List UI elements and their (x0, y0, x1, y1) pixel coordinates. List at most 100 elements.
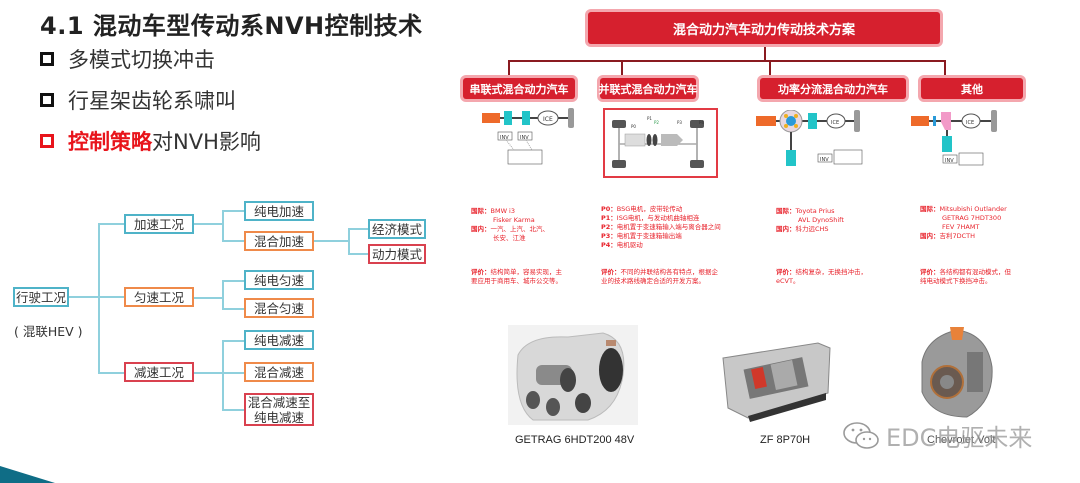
eval-label: 评价： (601, 268, 621, 276)
svg-text:P3: P3 (677, 120, 682, 125)
tree-node-decel: 减速工况 (124, 362, 194, 382)
connector-line (222, 280, 224, 309)
parallel-p-list: P0：BSG电机，皮带轮传动 P1：ISG电机，与发动机曲轴相连 P2：电机置于… (601, 205, 721, 250)
svg-text:P4: P4 (699, 120, 704, 125)
power-split-schematic-icon: ICE INV (756, 110, 863, 166)
intl-item: AVL DynoShift (798, 216, 844, 224)
eval-text: 要应用于商用车、城市公交等。 (471, 277, 562, 285)
connector-line (222, 280, 244, 282)
tree-node-ev-accel: 纯电加速 (244, 201, 314, 221)
connector-line (222, 340, 244, 342)
other-evaluation: 评价：各结构都有混动模式，但 纯电动模式下换挡冲击。 (920, 268, 1011, 286)
tree-node-cruise: 匀速工况 (124, 287, 194, 307)
zf-transmission-image (722, 342, 831, 422)
dom-item: 一汽、上汽、北汽、 (490, 225, 550, 233)
svg-text:P0: P0 (631, 124, 636, 129)
connector-line (194, 297, 222, 299)
svg-text:INV: INV (945, 158, 954, 164)
connector-line (508, 60, 510, 76)
svg-text:ICE: ICE (543, 116, 553, 123)
intl-item: Toyota Prius (795, 207, 835, 215)
intl-label: 国际： (776, 207, 796, 215)
p-key: P0： (601, 205, 617, 213)
p-value: ISG电机，与发动机曲轴相连 (616, 214, 700, 222)
checkbox-square-icon (40, 93, 54, 107)
tree-node-hybrid-to-ev-decel: 混合减速至 纯电减速 (244, 393, 314, 426)
connector-line (348, 253, 368, 255)
node-line-2: 纯电减速 (253, 409, 304, 425)
tree-node-ev-decel: 纯电减速 (244, 330, 314, 350)
connector-line (944, 60, 946, 76)
product-label: Chevrolet Volt (927, 434, 996, 446)
page-title: 4.1 混动车型传动系NVH控制技术 (40, 12, 423, 40)
connector-line (348, 228, 350, 254)
connector-line (348, 228, 368, 230)
eval-text: 不同的并联结构各有特点，根据企 (620, 268, 719, 276)
dom-label: 国内： (920, 232, 940, 240)
connector-line (98, 223, 100, 373)
tree-node-hybrid-accel: 混合加速 (244, 231, 314, 251)
checkbox-square-icon (40, 134, 54, 148)
connector-line (769, 60, 771, 76)
tree-node-ev-cruise: 纯电匀速 (244, 270, 314, 290)
svg-text:INV: INV (520, 135, 529, 141)
tree-node-hybrid-cruise: 混合匀速 (244, 298, 314, 318)
intl-item: GETRAG 7HDT300 (942, 214, 1002, 222)
svg-text:ICE: ICE (831, 120, 839, 126)
bullet-item: 多模式切换冲击 (40, 44, 215, 74)
series-evaluation: 评价：结构简单，容易实现，主 要应用于商用车、城市公交等。 (471, 268, 562, 286)
connector-line (194, 372, 222, 374)
bullet-text: 对NVH影响 (152, 130, 261, 154)
dom-item: 吉利7DCTH (939, 232, 976, 240)
connector-line (222, 340, 224, 410)
watermark-text: EDC电驱未来 (886, 424, 1033, 452)
power-split-evaluation: 评价：结构复杂，无换挡冲击， eCVT。 (776, 268, 867, 286)
intl-label: 国际： (471, 207, 491, 215)
intl-label: 国际： (920, 205, 940, 213)
product-label: ZF 8P70H (760, 434, 811, 446)
connector-line (621, 60, 623, 76)
connector-line (222, 210, 244, 212)
svg-text:P2: P2 (654, 120, 659, 125)
parallel-evaluation: 评价：不同的并联结构各有特点，根据企 业的技术路线确定合适的开发方案。 (601, 268, 718, 286)
dom-item: 长安、江淮 (493, 234, 526, 242)
p-value: 电机驱动 (616, 241, 643, 249)
getrag-transmission-image (508, 325, 638, 425)
tree-node-power-mode: 动力模式 (368, 244, 426, 264)
intl-item: Fisker Karma (493, 216, 535, 224)
dom-item: 科力远CHS (795, 225, 829, 233)
connector-line (98, 372, 124, 374)
connector-line (222, 308, 244, 310)
eval-text: 结构复杂，无换挡冲击， (795, 268, 868, 276)
series-examples: 国际：BMW i3 Fisker Karma 国内：一汽、上汽、北汽、 长安、江… (471, 207, 549, 243)
intl-item: BMW i3 (490, 207, 516, 215)
bullet-item: 行星架齿轮系啸叫 (40, 85, 236, 115)
wechat-icon (843, 421, 879, 449)
svg-text:P1: P1 (647, 116, 652, 121)
chart-header: 混合动力汽车动力传动技术方案 (588, 12, 940, 44)
eval-text: 业的技术路线确定合适的开发方案。 (601, 277, 705, 285)
p-key: P4： (601, 241, 617, 249)
eval-label: 评价： (776, 268, 796, 276)
connector-line (222, 372, 244, 374)
intl-item: FEV 7HAMT (942, 223, 980, 231)
checkbox-square-icon (40, 52, 54, 66)
connector-line (764, 47, 766, 61)
dom-label: 国内： (471, 225, 491, 233)
p-key: P3： (601, 232, 617, 240)
bullet-highlight: 控制策略 (68, 130, 152, 154)
intl-item: Mitsubishi Outlander (939, 205, 1007, 213)
watermark: EDC电驱未来 (842, 418, 1032, 453)
tree-node-root: 行驶工况 (13, 287, 69, 307)
connector-line (98, 223, 124, 225)
tree-node-accel: 加速工况 (124, 214, 194, 234)
connector-line (194, 223, 222, 225)
root-note: ( 混联HEV ) (14, 324, 83, 339)
svg-text:INV: INV (500, 135, 509, 141)
tree-node-hybrid-decel: 混合减速 (244, 362, 314, 382)
p-key: P2： (601, 223, 617, 231)
eval-text: eCVT。 (776, 277, 800, 285)
product-label: GETRAG 6HDT200 48V (515, 434, 635, 446)
connector-line (508, 60, 945, 62)
volt-transmission-image (921, 327, 993, 418)
